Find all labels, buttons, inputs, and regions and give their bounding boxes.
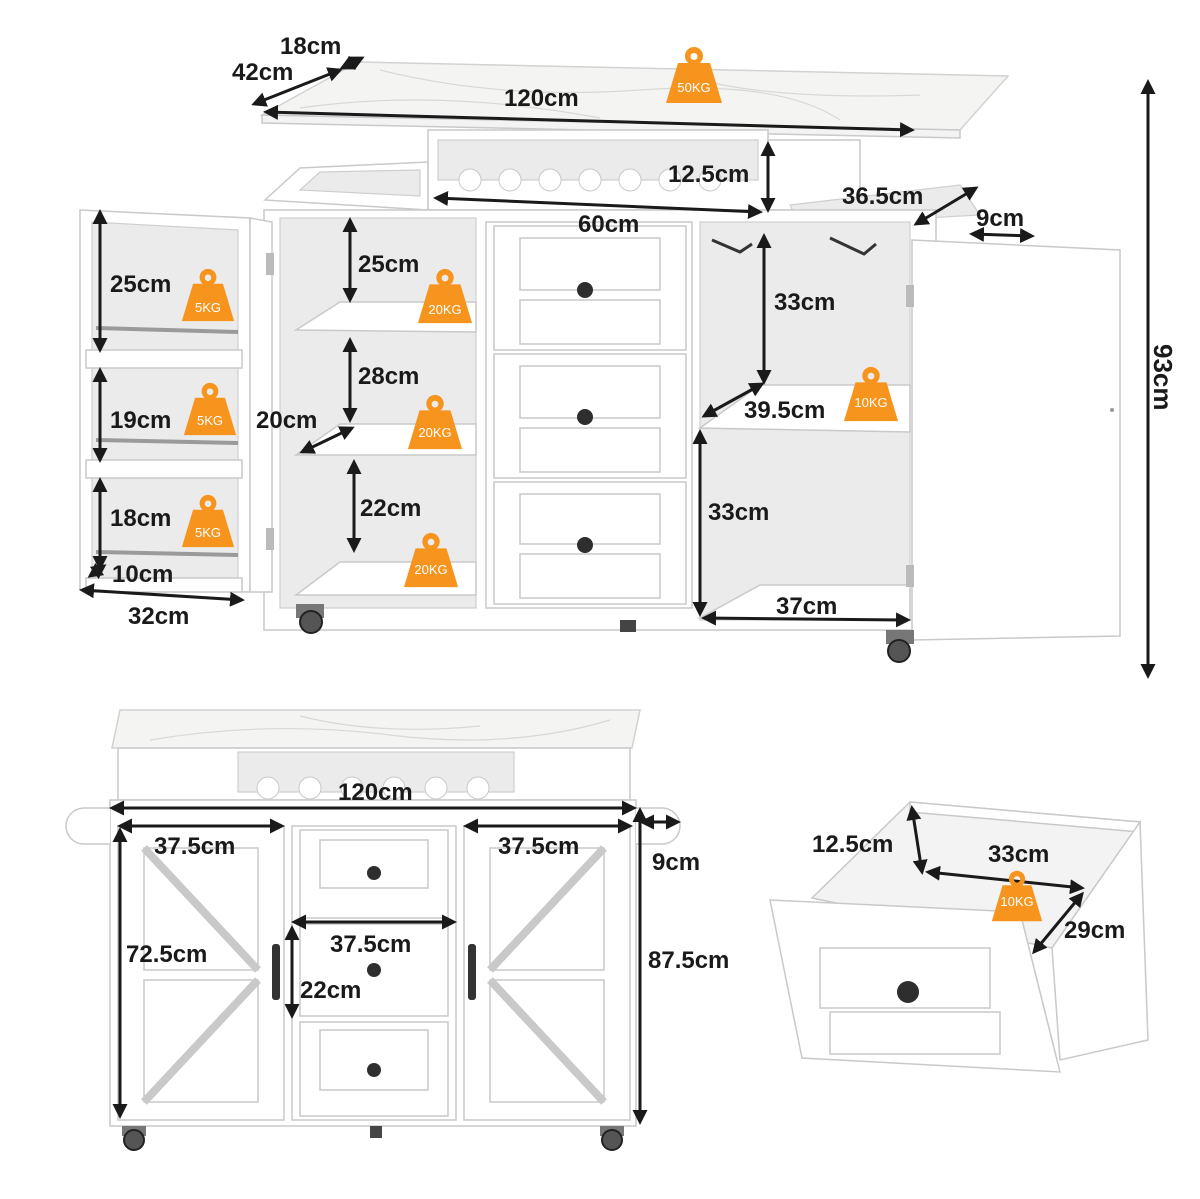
drawer-front-3 — [493, 481, 687, 605]
label-left-shelf-depth: 20cm — [256, 407, 317, 434]
label-door-width: 32cm — [128, 603, 189, 630]
label-front-towel-bar: 9cm — [652, 849, 700, 876]
label-drawer-depth: 29cm — [1064, 917, 1125, 944]
svg-text:5KG: 5KG — [197, 413, 223, 428]
label-right-shelf-depth: 39.5cm — [744, 397, 825, 424]
casters — [296, 604, 914, 663]
front-drawers — [291, 825, 457, 1121]
right-door-open — [911, 239, 1121, 641]
svg-text:20KG: 20KG — [428, 302, 461, 317]
door-rack-2 — [85, 459, 243, 479]
svg-text:5KG: 5KG — [195, 300, 221, 315]
dimension-labels: 18cm 42cm 120cm 12.5cm 60cm 36.5cm 9cm 9… — [110, 33, 1178, 1004]
closed-cart-front-illustration — [65, 709, 681, 1151]
glass-holders — [711, 236, 877, 256]
label-drawer-height: 12.5cm — [812, 831, 893, 858]
label-front-right-door: 37.5cm — [498, 833, 579, 860]
label-top-width: 120cm — [504, 85, 579, 112]
drawer-box-side — [1051, 819, 1149, 1061]
open-cart-illustration — [79, 61, 1121, 663]
label-front-drawer-height: 22cm — [300, 977, 361, 1004]
label-top-depth-small: 18cm — [280, 33, 341, 60]
label-front-total-height: 87.5cm — [648, 947, 729, 974]
front-casters — [122, 1126, 624, 1151]
svg-text:20KG: 20KG — [418, 425, 451, 440]
svg-text:10KG: 10KG — [854, 395, 887, 410]
label-door-rack-1: 25cm — [110, 271, 171, 298]
label-front-width: 120cm — [338, 779, 413, 806]
badge-top: 50KG — [677, 80, 710, 95]
load-badges: 50KG 5KG 5KG 5KG 20KG 20KG 20KG 10KG 10K… — [181, 47, 1043, 922]
hinge — [906, 285, 914, 307]
front-right-door — [463, 825, 631, 1121]
front-countertop — [111, 709, 641, 749]
label-side-rack-depth: 9cm — [976, 205, 1024, 232]
svg-text:10KG: 10KG — [1000, 894, 1033, 909]
dimension-lines — [79, 55, 1156, 1125]
label-door-rack-3: 18cm — [110, 505, 171, 532]
svg-text:20KG: 20KG — [414, 562, 447, 577]
door-rack-1 — [85, 349, 243, 369]
left-towel-bar — [65, 807, 110, 845]
label-door-rack-2: 19cm — [110, 407, 171, 434]
svg-text:5KG: 5KG — [195, 525, 221, 540]
label-total-height: 93cm — [1148, 344, 1178, 411]
drawer-front-1 — [493, 225, 687, 351]
label-right-lower-height: 33cm — [708, 499, 769, 526]
label-front-left-door: 37.5cm — [154, 833, 235, 860]
wine-rack — [458, 168, 722, 192]
label-right-upper-height: 33cm — [774, 289, 835, 316]
label-right-top-depth: 36.5cm — [842, 183, 923, 210]
label-wine-rack-width: 60cm — [578, 211, 639, 238]
label-front-door-height: 72.5cm — [126, 941, 207, 968]
right-towel-bar — [636, 807, 681, 845]
label-left-shelf-2: 28cm — [358, 363, 419, 390]
label-front-drawer-width: 37.5cm — [330, 931, 411, 958]
label-right-bottom-width: 37cm — [776, 593, 837, 620]
front-left-door — [117, 825, 285, 1121]
label-left-shelf-1: 25cm — [358, 251, 419, 278]
drawer-front-2 — [493, 353, 687, 479]
label-drawer-width: 33cm — [988, 841, 1049, 868]
label-top-depth: 42cm — [232, 59, 293, 86]
label-wine-rack-height: 12.5cm — [668, 161, 749, 188]
label-door-rack-depth: 10cm — [112, 561, 173, 588]
label-left-shelf-3: 22cm — [360, 495, 421, 522]
